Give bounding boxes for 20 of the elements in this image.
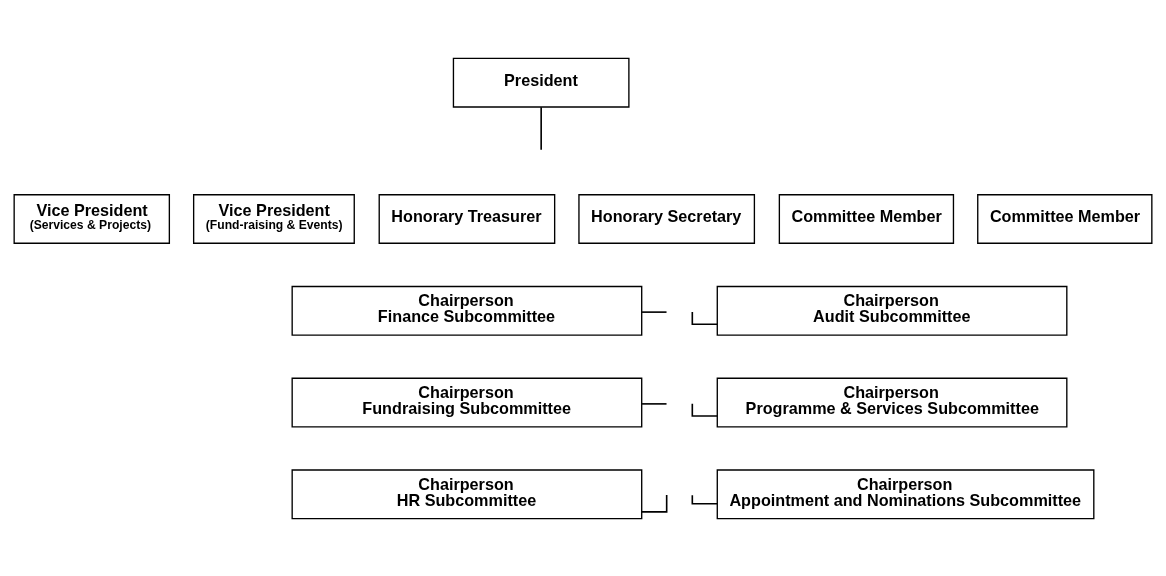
node-box: Honorary Treasurer — [378, 193, 556, 244]
node-box: Committee Member — [977, 193, 1153, 244]
connector — [641, 402, 668, 405]
node-box: Chairperson Finance Subcommittee — [291, 285, 643, 336]
connector — [540, 106, 542, 151]
node-box: Chairperson Fundraising Subcommittee — [291, 377, 643, 427]
node-box: Chairperson Audit Subcommittee — [716, 285, 1068, 336]
node-box: President — [452, 57, 630, 108]
node-box: Chairperson Programme & Services Subcommittee — [716, 377, 1068, 427]
connector — [691, 493, 718, 505]
node-box: Vice President (Services & Projects) — [13, 193, 171, 244]
node-box: Honorary Secretary — [578, 193, 756, 244]
node-box: Chairperson HR Subcommittee — [291, 468, 643, 519]
node-box: Chairperson Appointment and Nominations Subcommittee — [716, 468, 1095, 519]
node-box: Vice President (Fund-raising & Events) — [192, 193, 355, 244]
connector — [640, 493, 668, 513]
connector — [641, 310, 668, 313]
connector — [691, 310, 718, 325]
connector — [691, 402, 718, 417]
node-box: Committee Member — [778, 193, 955, 244]
